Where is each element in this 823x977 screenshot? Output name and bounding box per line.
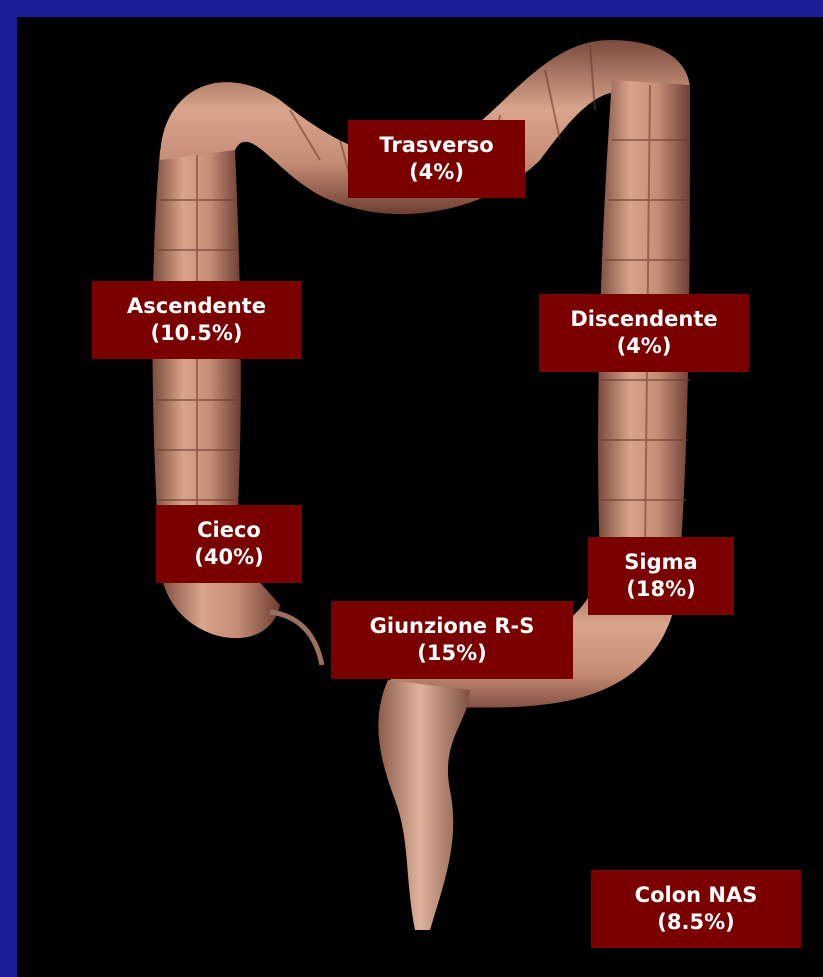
label-cieco: Cieco (40%) (156, 505, 302, 583)
label-giunzione: Giunzione R-S (15%) (331, 601, 573, 679)
label-colon-nas: Colon NAS (8.5%) (591, 870, 801, 948)
appendix-shape (270, 612, 322, 665)
label-colon-nas-name: Colon NAS (635, 882, 758, 909)
label-cieco-name: Cieco (197, 517, 261, 544)
label-giunzione-value: (15%) (417, 640, 486, 667)
label-trasverso-name: Trasverso (379, 132, 493, 159)
label-sigma-value: (18%) (626, 576, 695, 603)
label-trasverso-value: (4%) (409, 159, 464, 186)
label-colon-nas-value: (8.5%) (657, 909, 734, 936)
label-ascendente-value: (10.5%) (150, 320, 242, 347)
label-ascendente: Ascendente (10.5%) (92, 281, 301, 359)
diagram-canvas: Trasverso (4%) Ascendente (10.5%) Discen… (17, 17, 823, 977)
label-discendente: Discendente (4%) (539, 294, 749, 372)
label-discendente-value: (4%) (617, 333, 672, 360)
label-sigma-name: Sigma (624, 549, 697, 576)
rectum-shape (378, 680, 470, 930)
label-ascendente-name: Ascendente (127, 293, 266, 320)
label-discendente-name: Discendente (570, 306, 717, 333)
label-giunzione-name: Giunzione R-S (370, 613, 535, 640)
label-sigma: Sigma (18%) (588, 537, 734, 615)
label-trasverso: Trasverso (4%) (348, 120, 525, 198)
label-cieco-value: (40%) (194, 544, 263, 571)
